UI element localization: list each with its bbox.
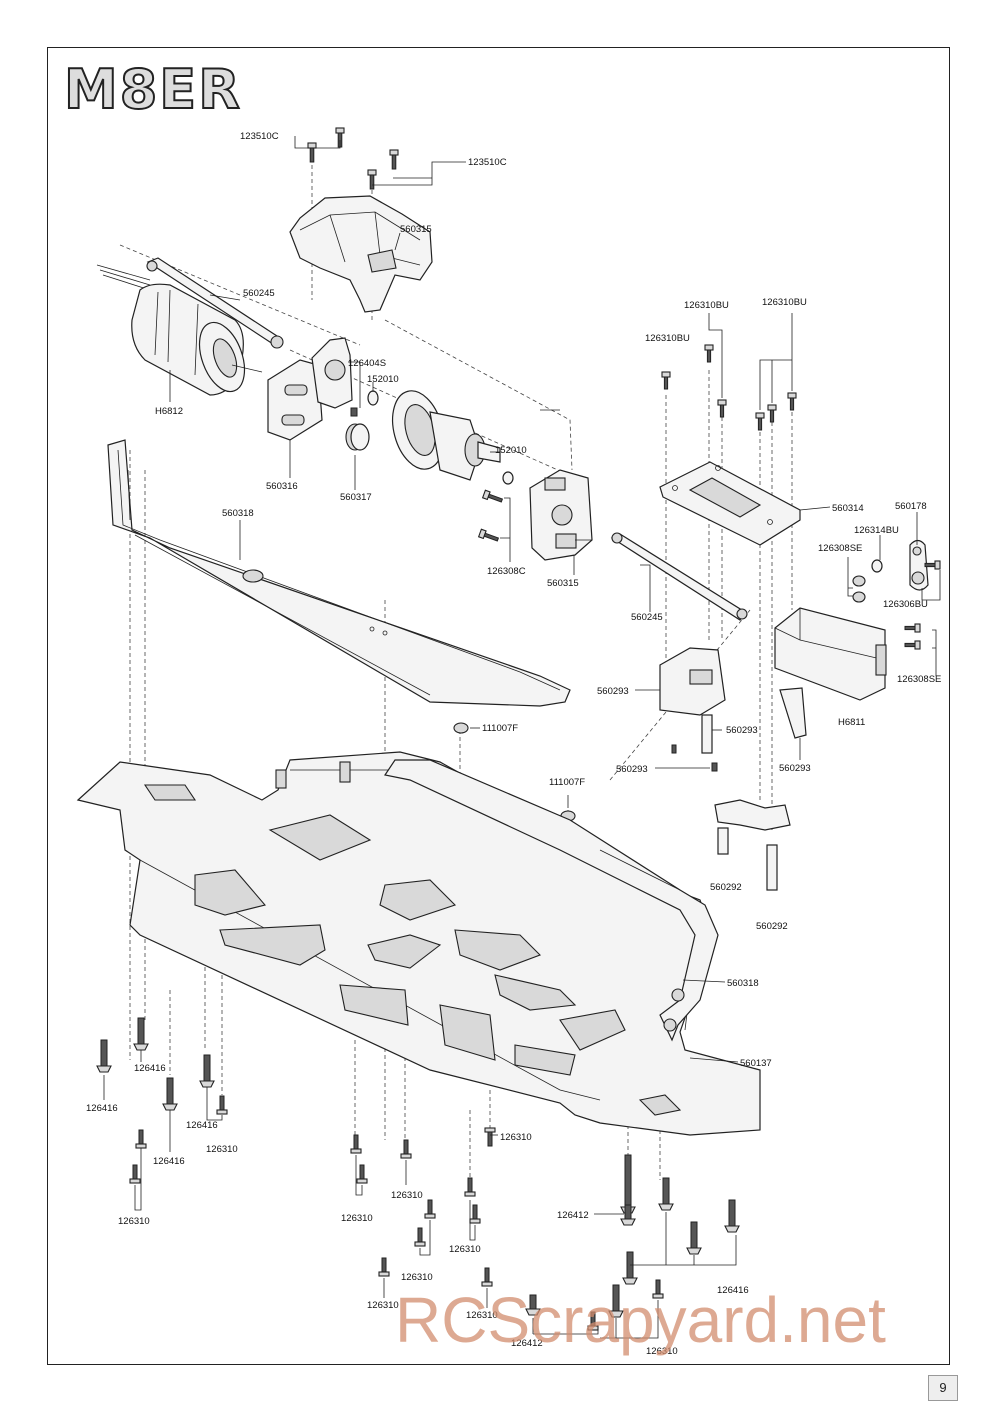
servo-horn-560178 [852, 539, 941, 603]
label-126308se: 126308SE [818, 543, 862, 554]
screws-126416-left [96, 1017, 215, 1111]
label-123510c: 123510C [468, 157, 507, 168]
servo-mount-560293 [659, 647, 726, 772]
label-560315: 560315 [547, 578, 579, 589]
label-560318: 560318 [222, 508, 254, 519]
bolts-126308c [477, 489, 511, 562]
screw-123510c-group [294, 127, 466, 190]
label-152010: 152010 [495, 445, 527, 456]
servo-h6811 [774, 607, 921, 739]
label-126308c: 126308C [487, 566, 526, 577]
servo-plate-560314 [659, 461, 801, 546]
label-126412: 126412 [557, 1210, 589, 1221]
page-frame [47, 47, 950, 1365]
label-560245: 560245 [243, 288, 275, 299]
label-126310: 126310 [206, 1144, 238, 1155]
motor-h6812 [96, 264, 263, 396]
label-560293: 560293 [616, 764, 648, 775]
label-111007f: 111007F [549, 777, 585, 788]
label-560293: 560293 [779, 763, 811, 774]
label-126308se: 126308SE [897, 674, 941, 685]
label-126310: 126310 [500, 1132, 532, 1143]
label-560314: 560314 [832, 503, 864, 514]
label-126416: 126416 [153, 1156, 185, 1167]
label-126310bu: 126310BU [762, 297, 807, 308]
driveshaft-560245-top [146, 257, 284, 349]
bottom-leader-lines [103, 232, 941, 1339]
screws-126310 [129, 1095, 664, 1331]
label-111007f: 111007F [482, 723, 518, 734]
label-126314bu: 126314BU [854, 525, 899, 536]
label-126416: 126416 [86, 1103, 118, 1114]
label-560137: 560137 [740, 1058, 772, 1069]
label-560293: 560293 [726, 725, 758, 736]
label-126310: 126310 [341, 1213, 373, 1224]
label-560315: 560315 [400, 224, 432, 235]
motor-mount-560316 [267, 337, 353, 441]
side-rail-560318-bottom [384, 759, 719, 1042]
part-labels: 123510C 123510C 560315 560245 H6812 1264… [86, 131, 941, 1357]
watermark-text: RCScrapyard.net [395, 1284, 886, 1356]
label-126310: 126310 [118, 1216, 150, 1227]
gear-cover-560315 [289, 195, 433, 313]
gearbox-mount-560315 [529, 469, 593, 561]
label-126416: 126416 [134, 1063, 166, 1074]
spur-gear-differential [392, 390, 514, 485]
steering-bellcrank-560292 [714, 799, 791, 891]
label-126310: 126310 [401, 1272, 433, 1283]
label-560292: 560292 [756, 921, 788, 932]
label-560318: 560318 [727, 978, 759, 989]
page-number: 9 [928, 1375, 958, 1401]
label-126310: 126310 [646, 1346, 678, 1357]
bolts-126310bu [661, 313, 797, 431]
main-chassis-plate-560137 [76, 751, 761, 1136]
label-126310: 126310 [466, 1310, 498, 1321]
label-560245: 560245 [631, 612, 663, 623]
pinion-gear-560317 [345, 390, 379, 451]
label-152010: 152010 [367, 374, 399, 385]
label-126306bu: 126306BU [883, 599, 928, 610]
label-126412: 126412 [511, 1338, 543, 1349]
label-560316: 560316 [266, 481, 298, 492]
label-126416: 126416 [186, 1120, 218, 1131]
label-h6812: H6812 [155, 406, 183, 417]
label-560317: 560317 [340, 492, 372, 503]
label-126404s: 126404S [348, 358, 386, 369]
screws-126412-126416-right [525, 1154, 740, 1318]
label-560292: 560292 [710, 882, 742, 893]
m8er-logo: M8ER [63, 58, 242, 121]
label-126310: 126310 [391, 1190, 423, 1201]
label-126310bu: 126310BU [645, 333, 690, 344]
side-rail-560318-top [107, 439, 571, 707]
label-560178: 560178 [895, 501, 927, 512]
label-126416: 126416 [717, 1285, 749, 1296]
label-126310: 126310 [367, 1300, 399, 1311]
driveshaft-560245-bottom [610, 532, 748, 621]
label-123510c: 123510C [240, 131, 279, 142]
label-126310: 126310 [449, 1244, 481, 1255]
label-126310bu: 126310BU [684, 300, 729, 311]
label-h6811: H6811 [838, 717, 865, 728]
label-560293: 560293 [597, 686, 629, 697]
